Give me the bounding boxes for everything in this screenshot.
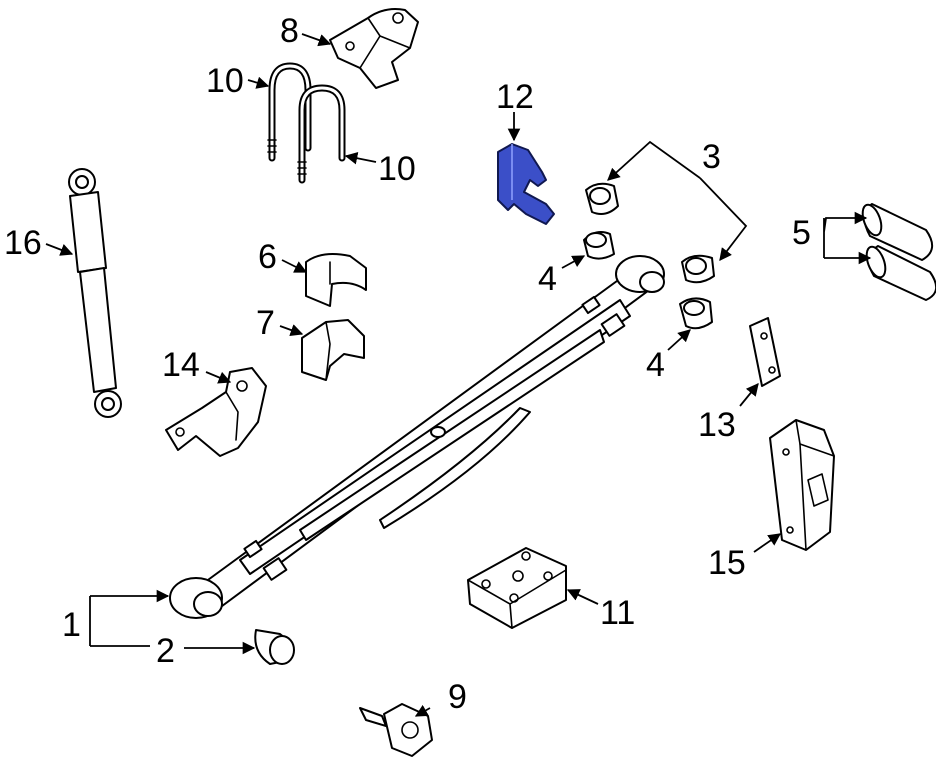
part-9-bolt[interactable]: [359, 703, 433, 757]
callout-8: 8: [280, 12, 299, 50]
callout-4-lower: 4: [646, 346, 665, 384]
callout-14: 14: [162, 346, 200, 384]
part-13-shackle[interactable]: [749, 317, 781, 387]
part-11-spacer-block[interactable]: [467, 547, 567, 629]
callout-2: 2: [156, 632, 175, 670]
callout-10-upper: 10: [206, 62, 244, 100]
part-3-shackle-bushings[interactable]: [585, 182, 715, 284]
leader-lines: [45, 33, 870, 717]
callout-15: 15: [708, 544, 746, 582]
callout-1: 1: [62, 606, 81, 644]
part-16-shock-absorber[interactable]: [68, 168, 122, 418]
callout-6: 6: [258, 238, 277, 276]
callout-12: 12: [496, 78, 534, 116]
callout-7: 7: [256, 304, 275, 342]
part-1-leaf-spring[interactable]: [169, 255, 665, 619]
part-5-bushings-pair[interactable]: [859, 202, 936, 301]
callout-9: 9: [448, 678, 467, 716]
callout-10-lower: 10: [378, 150, 416, 188]
part-6-bump-stop[interactable]: [305, 253, 367, 307]
part-2-bushing[interactable]: [254, 629, 295, 665]
callout-16: 16: [4, 224, 42, 262]
callout-13: 13: [698, 406, 736, 444]
callout-5: 5: [792, 214, 811, 252]
part-8-spring-hanger[interactable]: [329, 8, 419, 89]
callout-3: 3: [702, 138, 721, 176]
callout-11: 11: [600, 594, 635, 632]
part-4-bushings[interactable]: [583, 231, 713, 330]
part-14-frame-bracket[interactable]: [165, 367, 267, 457]
part-10-u-bolts[interactable]: [267, 62, 346, 184]
part-15-rear-hanger[interactable]: [769, 419, 835, 551]
part-12-shackle-plate[interactable]: [497, 143, 555, 225]
part-7-spacer-bracket[interactable]: [301, 319, 365, 381]
callout-4-upper: 4: [538, 260, 557, 298]
